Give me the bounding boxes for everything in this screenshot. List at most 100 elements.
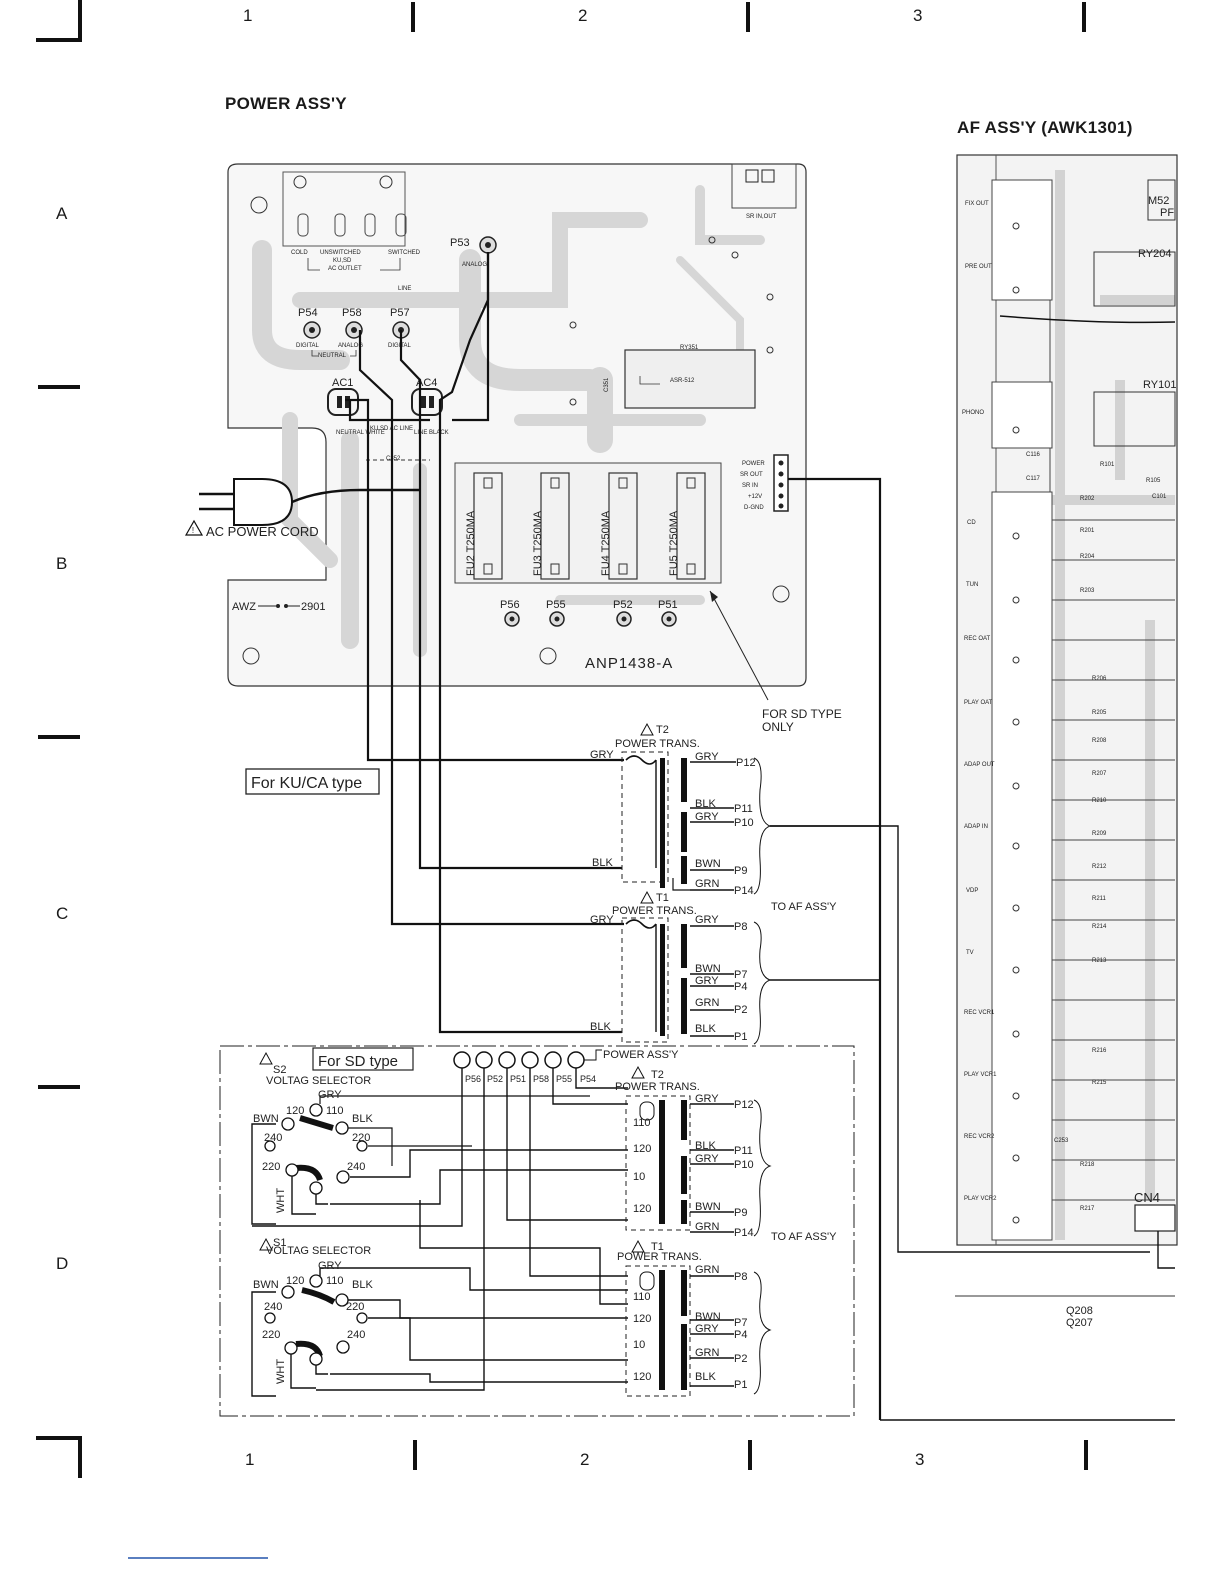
s2-blk: BLK [352,1113,373,1125]
sd-t1-name: POWER TRANS. [617,1251,702,1263]
sd-pin-p52: P52 [487,1074,503,1084]
af-res-8: R210 [1092,798,1107,804]
s2-240-left: 240 [264,1132,282,1144]
s1-220-right: 220 [346,1301,364,1313]
sd-pin-p58: P58 [533,1074,549,1084]
conn-label-12v: +12V [748,494,762,500]
svg-text:!: ! [192,526,194,535]
pin-p58-label: P58 [342,307,362,319]
af-res-21: C101 [1152,494,1167,500]
sd-t2-sec-pin-1: P11 [734,1145,753,1157]
af-res-22: C116 [1026,452,1041,458]
tick-bot-3 [1084,1440,1088,1470]
s2-bwn: BWN [253,1113,279,1125]
af-jack-9: VDP [966,888,978,894]
conn-label-sr-out: SR OUT [740,472,763,478]
af-jack-5: REC OAT [964,636,991,642]
ku-t1-sec-pin-2: P4 [734,981,747,993]
tick-left-1 [38,385,80,389]
sd-t2-name: POWER TRANS. [615,1081,700,1093]
ku-t2-sec-pin-4: P14 [734,885,754,897]
af-res-19: R101 [1100,462,1115,468]
ku-t2-pri-blk: BLK [592,857,613,869]
sd-power-assy-label: POWER ASS'Y [603,1049,679,1061]
to-af-assy-ku: TO AF ASS'Y [771,901,837,913]
ku-t2-sec-color-1: BLK [695,798,716,810]
af-res-2: R204 [1080,554,1095,560]
s2-label: S2 [273,1064,286,1076]
neutral-white-label: NEUTRAL WHITE [336,430,385,436]
ku-t1-sec-color-3: GRN [695,997,720,1009]
s1-blk: BLK [352,1279,373,1291]
s2-wht: WHT [275,1188,287,1213]
ku-t1-sec-color-1: BWN [695,963,721,975]
sd-t1-tap-120b: 120 [633,1371,651,1383]
outlet-label-cold: COLD [291,250,308,256]
s1-label: S1 [273,1237,286,1249]
relay-label: RY351 [680,345,699,351]
sd-t1-tap-110: 110 [633,1291,651,1303]
sd-t1-sec-color-3: GRN [695,1347,720,1359]
af-jack-1: PRE OUT [965,264,992,270]
af-part-q207: Q207 [1066,1317,1093,1329]
af-res-6: R208 [1092,738,1107,744]
sd-section [219,1045,855,1417]
fuse-fu4: FU4 T250MA [600,510,612,576]
af-res-20: R105 [1146,478,1161,484]
tick-bot-2 [748,1440,752,1470]
s1-240-left: 240 [264,1301,282,1313]
neutral-label: NEUTRAL [318,353,347,359]
tick-top-3 [1082,2,1086,32]
ac4-label: AC4 [416,377,437,389]
s2-gry: GRY [318,1089,342,1101]
sd-t2-sec-pin-4: P14 [734,1227,754,1239]
pin-p51-label: P51 [658,599,678,611]
sd-t2-tap-110: 110 [633,1117,651,1129]
grid-col-1-bottom: 1 [245,1450,255,1469]
ku-t2-sec-pin-3: P9 [734,865,747,877]
power-board: COLD UNSWITCHED SWITCHED KU,SD AC OUTLET… [227,163,807,687]
af-part-q208: Q208 [1066,1305,1093,1317]
pin-p53-label: P53 [450,237,470,249]
sd-type-only-line2: ONLY [762,720,794,734]
af-res-10: R212 [1092,864,1107,870]
sd-t1-tap-10: 10 [633,1339,645,1351]
sd-t2-tap-10: 10 [633,1171,645,1183]
outlet-label-unswitched: UNSWITCHED [320,250,361,256]
s1-wht: WHT [275,1359,287,1384]
sd-t2-tap-120: 120 [633,1143,651,1155]
bottom-rule [128,1557,268,1559]
ku-t2-sec-pin-1: P11 [734,803,753,815]
pin-p54-label: P54 [298,307,318,319]
awz-label: AWZ [232,601,256,613]
conn-label-dgnd: D-GND [744,505,764,511]
fuse-holders [473,472,706,580]
outlet-label-switched: SWITCHED [388,250,421,256]
sd-pin-p56: P56 [465,1074,481,1084]
grid-col-3-bottom: 3 [915,1450,925,1469]
s2-220-right: 220 [352,1132,370,1144]
fuse-fu5: FU5 T250MA [668,510,680,576]
ku-t2-pri-gry: GRY [590,749,614,761]
grid-col-2-top: 2 [578,6,588,25]
ku-t2-id: T2 [656,724,669,736]
af-res-11: R211 [1092,896,1107,902]
conn-label-power: POWER [742,461,765,467]
af-res-16: R218 [1080,1162,1095,1168]
grid-row-b: B [56,554,68,573]
line-label: LINE [398,286,411,292]
ac-plug: ! [184,478,420,536]
af-jack-6: PLAY OAT [964,700,993,706]
af-jack-4: TUN [966,582,978,588]
ku-t1-sec-color-2: GRY [695,975,719,987]
conn-label-sr-in: SR IN [742,483,758,489]
af-res-3: R203 [1080,588,1095,594]
ku-t1-sec-pin-1: P7 [734,969,747,981]
ku-t2-sec-color-2: GRY [695,811,719,823]
sd-t2-id: T2 [651,1069,664,1081]
sd-t2-sec-color-3: BWN [695,1201,721,1213]
corner-top-left [36,0,82,42]
line-black-label: LINE BLACK [414,430,449,436]
s1-voltage-selector: VOLTAG SELECTOR [266,1245,371,1257]
af-board [955,154,1178,1297]
